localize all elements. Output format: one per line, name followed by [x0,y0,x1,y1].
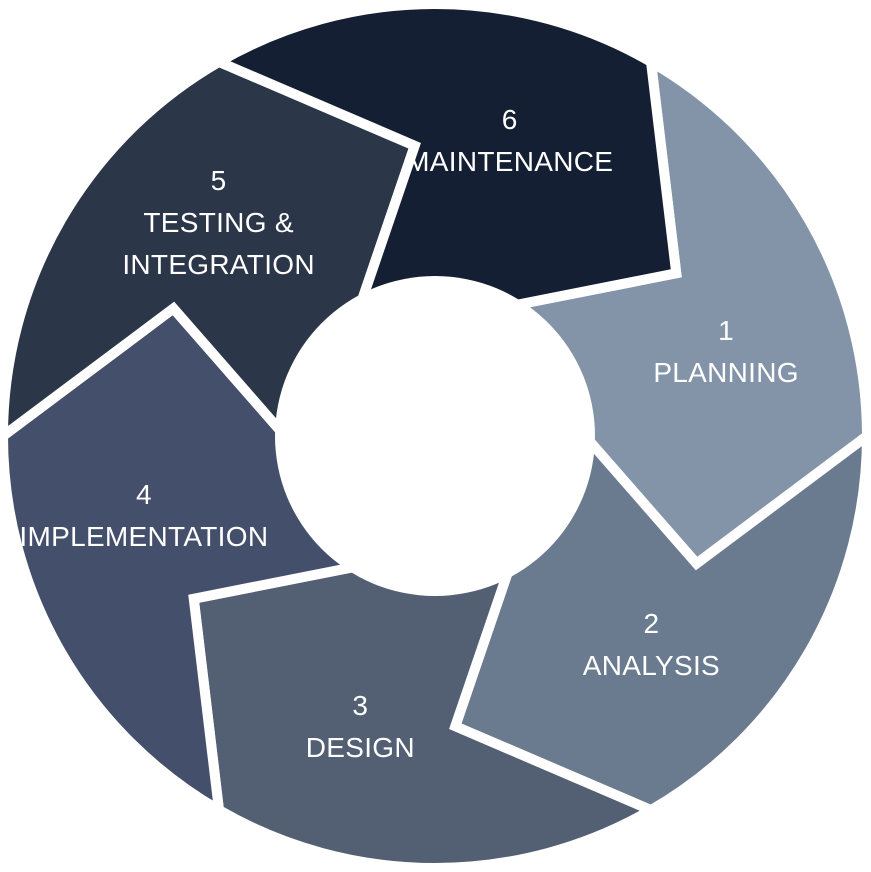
stage-number: 1 [718,316,734,347]
stage-name-line: MAINTENANCE [406,146,613,177]
stage-name-line: DESIGN [306,732,415,763]
stage-name-line: INTEGRATION [122,249,315,280]
stage-name-line: TESTING & [143,207,294,238]
stage-name-line: ANALYSIS [583,651,720,682]
stage-name-line: PLANNING [653,358,799,389]
stage-number: 6 [502,104,518,135]
center-hole [275,276,595,596]
stage-name-line: IMPLEMENTATION [19,521,268,552]
stage-number: 4 [136,479,152,510]
stage-number: 2 [643,609,659,640]
stage-number: 3 [352,690,368,721]
stage-number: 5 [211,165,227,196]
